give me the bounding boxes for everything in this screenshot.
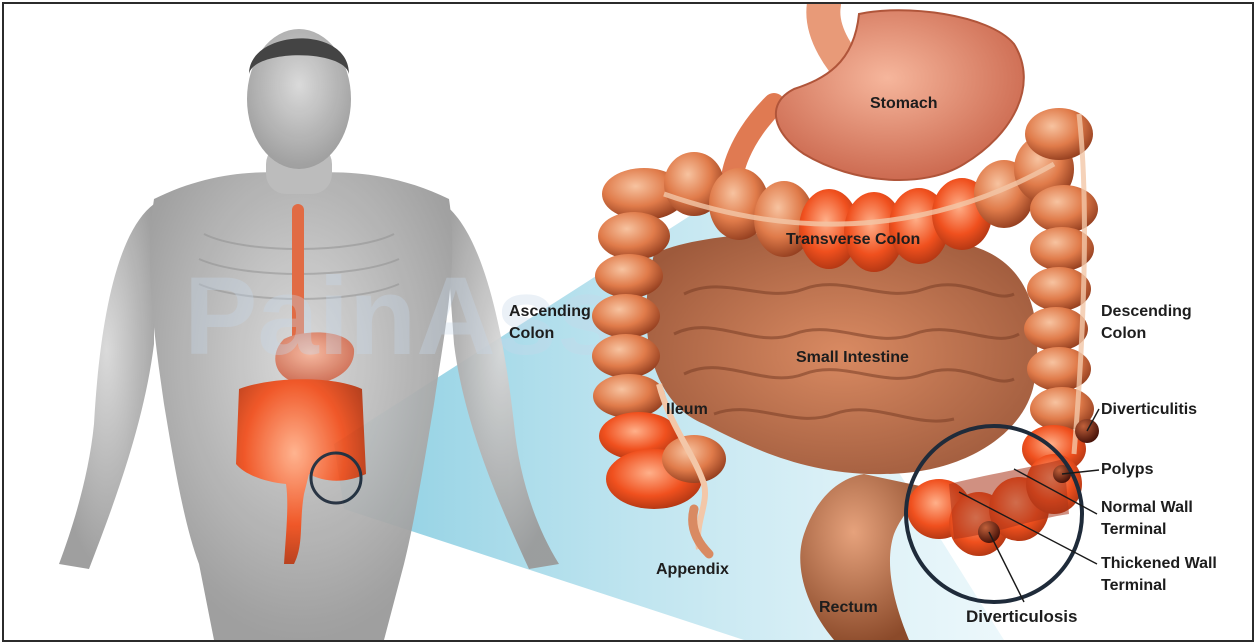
label-stomach: Stomach [870, 94, 938, 114]
label-appendix: Appendix [656, 560, 729, 580]
label-diverticulitis: Diverticulitis [1101, 400, 1197, 420]
label-ileum: Ileum [666, 400, 708, 420]
anatomy-illustration: PainAssist.com [4, 4, 1252, 640]
label-descending-colon-line1: Descending [1101, 302, 1192, 322]
label-polyps: Polyps [1101, 460, 1153, 480]
label-thickened-wall-line2: Terminal [1101, 576, 1167, 596]
label-ascending-colon-line1: Ascending [509, 302, 591, 322]
label-ascending-colon-line2: Colon [509, 324, 554, 344]
label-small-intestine: Small Intestine [796, 348, 909, 368]
label-descending-colon-line2: Colon [1101, 324, 1146, 344]
label-diverticulosis: Diverticulosis [966, 607, 1078, 627]
label-thickened-wall-line1: Thickened Wall [1101, 554, 1217, 574]
label-normal-wall-line1: Normal Wall [1101, 498, 1193, 518]
label-rectum: Rectum [819, 598, 878, 618]
label-transverse-colon: Transverse Colon [786, 230, 920, 250]
label-normal-wall-line2: Terminal [1101, 520, 1167, 540]
